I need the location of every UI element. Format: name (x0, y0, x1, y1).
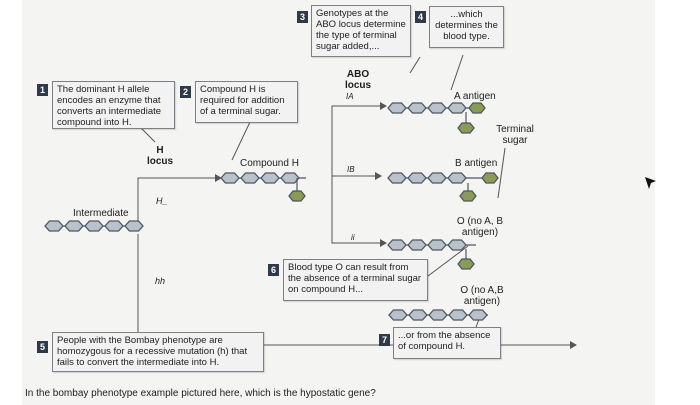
a-antigen-chain (387, 102, 486, 134)
box-7-no-compound-h: ...or from the absence of compound H. (393, 327, 501, 359)
o-chain-ii (387, 239, 476, 270)
intermediate-label: Intermediate (73, 208, 129, 219)
box-4-blood-type: ...which determines the blood type. (429, 6, 504, 48)
abo-locus-label: ABO locus (344, 69, 372, 91)
b-antigen-chain (387, 172, 499, 202)
box-3-abo-genotypes: Genotypes at the ABO locus determine the… (311, 5, 411, 57)
compound-h-label: Compound H (240, 158, 299, 169)
genotype-ii: ii (351, 233, 355, 242)
genotype-hh: hh (155, 276, 166, 286)
badge-6: 6 (268, 264, 279, 276)
genotype-ib: IB (347, 165, 355, 174)
box-6-type-o-terminal: Blood type O can result from the absence… (283, 259, 428, 301)
badge-3: 3 (297, 11, 308, 23)
box-2-compound-h: Compound H is required for addition of a… (195, 81, 298, 123)
b-antigen-label: B antigen (455, 158, 498, 169)
question-text: In the bombay phenotype example pictured… (25, 388, 376, 399)
box-5-bombay: People with the Bombay phenotype are hom… (52, 332, 264, 372)
terminal-sugar-label: Terminal sugar (496, 124, 534, 146)
intermediate-chain (44, 220, 144, 232)
compound-h-chain (220, 172, 306, 202)
genotype-ia: IA (346, 92, 354, 101)
box-1-h-allele: The dominant H allele encodes an enzyme … (52, 81, 175, 129)
o-chain-hh (388, 309, 488, 321)
badge-4: 4 (415, 11, 426, 23)
badge-7: 7 (379, 334, 390, 346)
badge-5: 5 (37, 341, 48, 353)
h-locus-label: H locus (146, 145, 174, 167)
o-bottom-label: O (no A,B antigen) (460, 285, 504, 307)
arrowheads (215, 102, 577, 349)
genotype-h-dominant: H_ (156, 196, 168, 206)
cursor-icon (645, 177, 656, 189)
badge-2: 2 (180, 86, 191, 98)
badge-1: 1 (37, 84, 48, 96)
a-antigen-label: A antigen (454, 91, 496, 102)
o-top-label: O (no A, B antigen) (456, 216, 504, 238)
